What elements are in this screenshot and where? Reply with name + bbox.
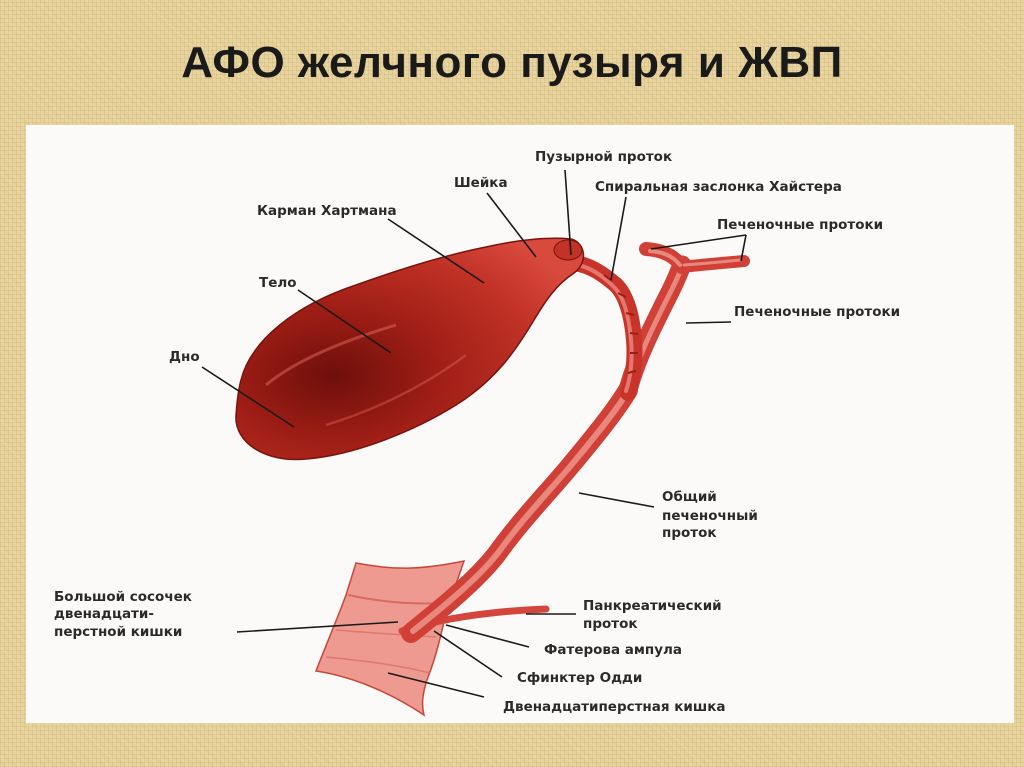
common-bile-duct-shape bbox=[401, 380, 638, 643]
label-hartmann-pouch: Карман Хартмана bbox=[257, 203, 397, 219]
label-fundus: Дно bbox=[169, 349, 200, 365]
label-common-hepatic-duct-2: печеночный bbox=[662, 508, 758, 524]
label-major-papilla-2: двенадцати- bbox=[54, 606, 154, 622]
label-neck: Шейка bbox=[454, 175, 508, 191]
label-hepatic-ducts-top: Печеночные протоки bbox=[717, 217, 883, 233]
label-hepatic-ducts-mid: Печеночные протоки bbox=[734, 304, 900, 320]
cystic-duct-shape bbox=[566, 255, 643, 401]
label-heister-valve: Спиральная заслонка Хайстера bbox=[595, 179, 842, 195]
label-oddi-sphincter: Сфинктер Одди bbox=[517, 670, 642, 686]
leader-lines bbox=[201, 169, 747, 698]
label-major-papilla-3: перстной кишки bbox=[54, 624, 182, 640]
diagram-panel: Пузырной проток Шейка Спиральная заслонк… bbox=[26, 125, 1014, 723]
label-common-hepatic-duct-1: Общий bbox=[662, 489, 717, 505]
hepatic-ducts-shape bbox=[639, 242, 750, 274]
label-vater-ampulla: Фатерова ампула bbox=[544, 642, 682, 658]
label-major-papilla-1: Большой сосочек bbox=[54, 589, 192, 605]
label-duodenum: Двенадцатиперстная кишка bbox=[503, 699, 725, 715]
duodenum-shape bbox=[314, 559, 466, 717]
slide-title: АФО желчного пузыря и ЖВП bbox=[181, 38, 843, 87]
biliary-anatomy-diagram: Пузырной проток Шейка Спиральная заслонк… bbox=[54, 149, 900, 717]
label-pancreatic-duct-2: проток bbox=[583, 616, 638, 632]
label-body: Тело bbox=[259, 275, 297, 291]
label-pancreatic-duct-1: Панкреатический bbox=[583, 598, 722, 614]
label-common-hepatic-duct-3: проток bbox=[662, 525, 717, 541]
label-cystic-duct: Пузырной проток bbox=[535, 149, 672, 165]
gallbladder-shape bbox=[235, 237, 585, 461]
